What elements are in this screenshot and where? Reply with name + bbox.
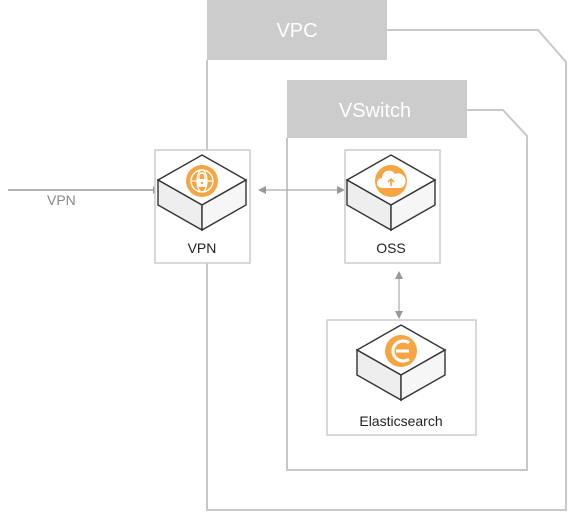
vpc-tab xyxy=(207,0,387,60)
vpc-border xyxy=(206,29,567,511)
vswitch-border xyxy=(286,109,528,471)
vswitch-group: VSwitch xyxy=(286,80,528,471)
elasticsearch-node: Elasticsearch xyxy=(326,319,477,436)
vswitch-label: VSwitch xyxy=(339,100,411,122)
vpn-node-label: VPN xyxy=(188,240,217,256)
vpn-label-box xyxy=(157,234,248,262)
vpn-node: VPN xyxy=(154,149,251,264)
oss-node: OSS xyxy=(344,149,441,264)
elasticsearch-node-label: Elasticsearch xyxy=(359,413,442,429)
incoming-vpn-edge: VPN xyxy=(8,186,161,208)
incoming-vpn-label: VPN xyxy=(47,192,76,208)
vswitch-tab xyxy=(287,80,467,138)
cloud-icon xyxy=(375,165,407,197)
oss-node-label: OSS xyxy=(376,240,406,256)
vpc-label: VPC xyxy=(276,20,317,42)
vpc-group: VPC xyxy=(206,0,567,511)
elasticsearch-label-box xyxy=(329,405,474,433)
lock-globe-icon xyxy=(186,165,218,197)
oss-label-box xyxy=(347,234,438,262)
elasticsearch-icon xyxy=(385,335,417,367)
